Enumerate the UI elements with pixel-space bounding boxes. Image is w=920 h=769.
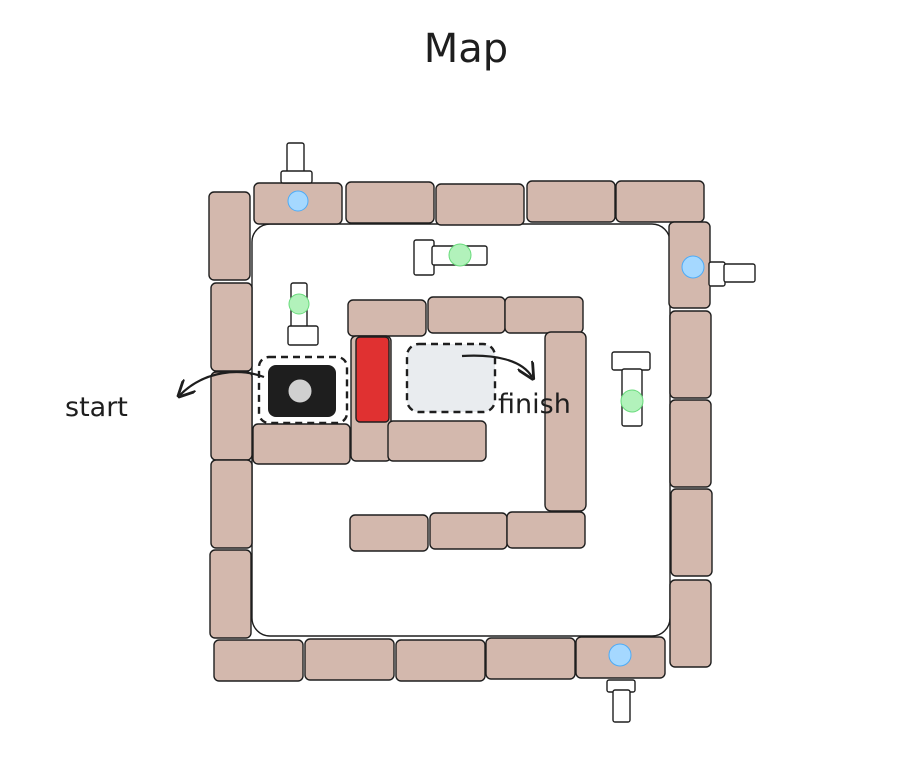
wall-brick (669, 310, 712, 399)
beacon-interior-right (611, 351, 651, 427)
wall-brick (208, 191, 251, 281)
wall-brick (213, 639, 304, 682)
wall-brick (210, 371, 253, 461)
beacon-interior-top (413, 239, 488, 276)
map-title: Map (424, 26, 508, 72)
wall-brick (345, 181, 435, 224)
wall-brick (387, 420, 487, 462)
wall-brick (210, 459, 253, 549)
start-label: start (65, 392, 128, 423)
beacon-right (681, 255, 756, 287)
wall-brick (485, 637, 576, 680)
finish-arrow (461, 354, 532, 377)
wall-brick (669, 579, 712, 668)
outer-wall-bottom (213, 636, 666, 682)
wall-brick (304, 638, 395, 681)
inner-wall-bottom (349, 511, 586, 552)
beacon-top (280, 142, 313, 212)
outer-wall-top (253, 180, 705, 226)
wall-brick (347, 299, 427, 337)
finish-zone (405, 342, 497, 414)
wall-brick (435, 183, 525, 226)
wall-brick (210, 282, 253, 372)
wall-brick (506, 511, 586, 549)
green-beacon-icon (448, 243, 472, 267)
start-zone (257, 355, 349, 425)
wall-brick (252, 423, 351, 465)
wall-brick (526, 180, 616, 223)
wall-brick (544, 331, 587, 512)
inner-wall-top (347, 296, 584, 337)
wall-brick (615, 180, 705, 223)
outer-wall-right (668, 221, 713, 668)
beacon-bottom (606, 643, 636, 723)
finish-label: finish (498, 389, 571, 420)
wall-brick (209, 549, 252, 639)
wall-brick (349, 514, 429, 552)
blue-beacon-icon (287, 190, 309, 212)
wall-brick (429, 512, 508, 550)
wall-brick (395, 639, 486, 682)
green-beacon-icon (620, 389, 644, 413)
wall-brick (504, 296, 584, 334)
blue-beacon-icon (681, 255, 705, 279)
inner-wall-right (544, 331, 587, 512)
wall-brick (669, 399, 712, 488)
wall-brick (427, 296, 506, 334)
beacon-interior-left (287, 282, 319, 346)
wall-brick (670, 488, 713, 577)
outer-wall-left (208, 191, 253, 639)
start-arrow (180, 371, 265, 395)
robot-core (287, 378, 313, 404)
green-beacon-icon (288, 293, 310, 315)
red-gate (355, 336, 390, 423)
blue-beacon-icon (608, 643, 632, 667)
